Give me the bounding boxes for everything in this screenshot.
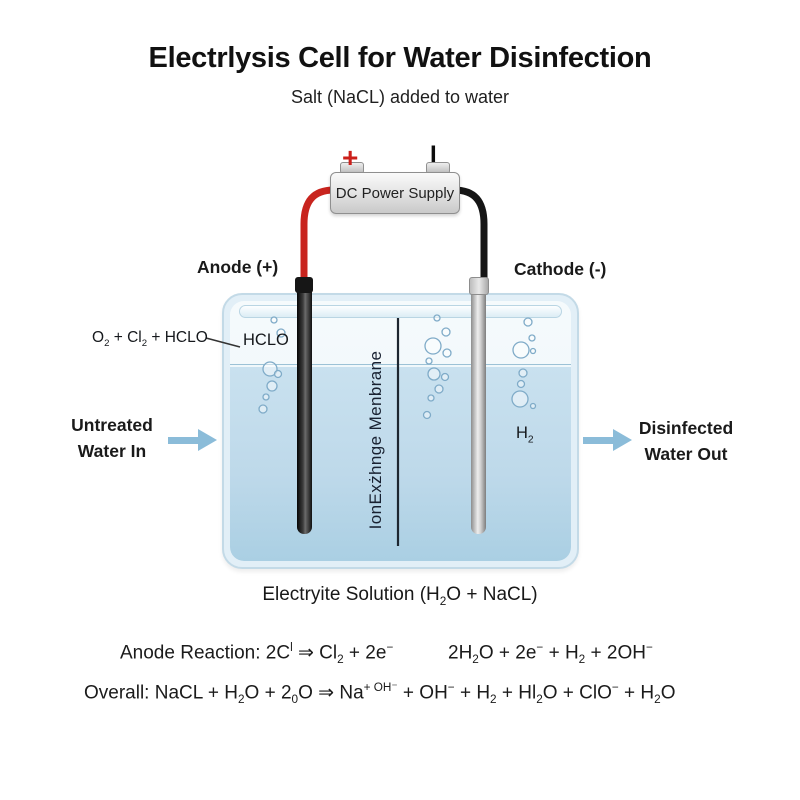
anode-label: Anode (+) xyxy=(197,257,279,277)
dc-power-supply-label: DC Power Supply xyxy=(335,184,455,202)
electrolyte-caption: Electryite Solution (H2O + NaCL) xyxy=(262,584,538,608)
cathode-label: Cathode (-) xyxy=(514,259,607,279)
tank-rim xyxy=(239,305,562,318)
positive-terminal-label: + xyxy=(342,142,359,173)
hydrogen-gas-label: H2 xyxy=(516,424,534,446)
negative-terminal-label: I xyxy=(430,141,437,168)
page-subtitle: Salt (NaCL) added to water xyxy=(290,87,510,107)
cathode-electrode xyxy=(471,283,486,534)
overall-reaction-equation: Overall: NaCL + H2O + 20O ⇒ Na+ OH⁻ + OH… xyxy=(84,681,676,707)
page-title: Electrlysis Cell for Water Disinfection xyxy=(148,42,652,74)
cathode-reaction-equation: 2H2O + 2e− + H2 + 2OH− xyxy=(448,641,653,667)
membrane-label: IonExżhnge Menbrane xyxy=(366,350,385,530)
flow-in-line1: Untreated xyxy=(71,415,153,435)
flow-out-line1: Disinfected xyxy=(638,418,734,438)
water-out-arrow-icon xyxy=(583,429,632,451)
flow-in-line2: Water In xyxy=(77,441,147,462)
untreated-water-in-label: Untreated Water In xyxy=(56,412,168,465)
water-in-arrow-icon xyxy=(168,429,217,451)
hclo-label: HCLO xyxy=(243,331,289,349)
disinfected-water-out-label: Disinfected Water Out xyxy=(627,415,745,468)
flow-out-line2: Water Out xyxy=(644,444,728,465)
anode-electrode xyxy=(297,283,312,534)
anode-reaction-equation: Anode Reaction: 2Cl ⇒ Cl2 + 2e− xyxy=(120,641,394,667)
anode-connector xyxy=(295,277,313,293)
anode-products-label: O2 + Cl2 + HCLO xyxy=(92,329,208,350)
dc-power-supply-box: DC Power Supply xyxy=(330,172,460,214)
cathode-connector xyxy=(469,277,489,295)
water-body xyxy=(230,365,571,561)
